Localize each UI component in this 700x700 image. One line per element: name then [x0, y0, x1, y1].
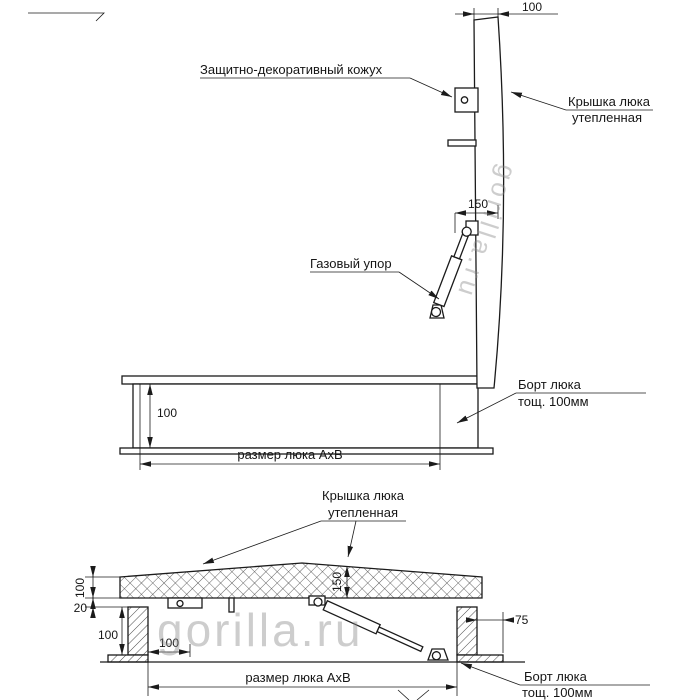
leader-line: [510, 91, 567, 111]
frame-section: [100, 606, 525, 663]
dim-text-lid-thickness: 100: [73, 578, 87, 598]
leader-line: [347, 520, 357, 558]
dim-text-center-height: 150: [330, 572, 344, 592]
leader-line: [202, 520, 322, 565]
strut-pivot-lower: [430, 306, 442, 318]
dim-text-150: 150: [468, 197, 488, 211]
dim-stack-left: 100 20 100: [73, 566, 128, 655]
frame-top-flange: [121, 375, 494, 385]
svg-text:Защитно-декоративный кожух: Защитно-декоративный кожух: [200, 62, 383, 77]
svg-text:тощ. 100мм: тощ. 100мм: [522, 685, 593, 700]
dim-center-height: 150: [330, 566, 350, 598]
open-lid: [447, 16, 505, 389]
label-casing: Защитно-декоративный кожух: [200, 62, 453, 98]
hatch-frame-side: [119, 375, 494, 470]
dim-text-wall-height: 100: [98, 628, 118, 642]
dim-hatch-size-bottom: размер люка АхВ: [147, 662, 458, 696]
label-gas-strut: Газовый упор: [310, 256, 440, 300]
leader-line: [456, 392, 517, 424]
frame-body: [132, 383, 479, 449]
casing-bolt-icon: [460, 96, 469, 104]
label-frame-side: Борт люка тощ. 100мм: [456, 377, 646, 424]
dim-text-overlap: 20: [74, 601, 88, 615]
leader-line: [460, 662, 521, 686]
strut-pivot-upper: [461, 226, 472, 237]
view-closed-section: 100 20 100 100 75 150: [73, 488, 650, 700]
dim-text-flange: 75: [515, 613, 529, 627]
label-lid-insulated-bottom: Крышка люка утепленная: [202, 488, 406, 565]
svg-text:Борт люка: Борт люка: [524, 669, 588, 684]
hinge-bolt-icon: [176, 599, 184, 608]
svg-text:утепленная: утепленная: [572, 110, 642, 125]
dim-text-100-frame: 100: [157, 406, 177, 420]
frame-flange-left: [107, 654, 149, 663]
dim-text-size: размер люка АхВ: [245, 670, 350, 685]
gas-strut-open: [429, 220, 479, 319]
strut-pivot-lower: [431, 651, 442, 661]
lid-handle: [447, 139, 477, 147]
svg-text:тощ. 100мм: тощ. 100мм: [518, 394, 589, 409]
svg-text:Борт люка: Борт люка: [518, 377, 582, 392]
dim-flange-width: 75: [466, 612, 529, 653]
svg-text:Крышка люка: Крышка люка: [322, 488, 405, 503]
svg-text:утепленная: утепленная: [328, 505, 398, 520]
label-frame-side-bottom: Борт люка тощ. 100мм: [460, 662, 650, 700]
insulated-lid-open: [473, 16, 505, 389]
frame-wall-left: [127, 606, 149, 656]
leader-line: [409, 77, 453, 98]
watermark-horizontal: gorilla.ru: [157, 604, 363, 656]
dim-lid-width: 100: [455, 0, 558, 20]
dim-strut-offset: 150: [454, 197, 499, 233]
dim-inner-offset: 100: [148, 636, 191, 657]
strut-pivot-upper: [313, 597, 323, 607]
cropped-title-artifact: [28, 12, 105, 22]
svg-text:Крышка люка: Крышка люка: [568, 94, 651, 109]
lid-pin: [228, 597, 235, 613]
label-lid-insulated: Крышка люка утепленная: [510, 91, 653, 125]
svg-text:Газовый упор: Газовый упор: [310, 256, 392, 271]
dim-text-size: размер люка АхВ: [237, 447, 342, 462]
frame-bottom-flange: [119, 447, 494, 455]
protective-casing: [454, 87, 479, 113]
strut-rod: [376, 626, 424, 653]
dim-hatch-size: размер люка АхВ: [140, 447, 440, 467]
cropped-leader-lines: [397, 689, 430, 700]
lid-underside-details: [167, 597, 235, 613]
insulated-lid-section: [119, 562, 483, 599]
view-open-side: 100 150 100 размер люка АхВ Защитно-деко…: [28, 0, 653, 470]
dim-frame-height: 100: [147, 384, 177, 448]
dim-text-inner-offset: 100: [159, 636, 179, 650]
dim-text-100-top: 100: [522, 0, 542, 14]
leader-line: [398, 271, 440, 300]
hinge-block: [167, 597, 203, 609]
frame-wall-right: [456, 606, 478, 656]
frame-flange-right: [456, 654, 504, 663]
gas-strut-closed: [308, 595, 449, 661]
